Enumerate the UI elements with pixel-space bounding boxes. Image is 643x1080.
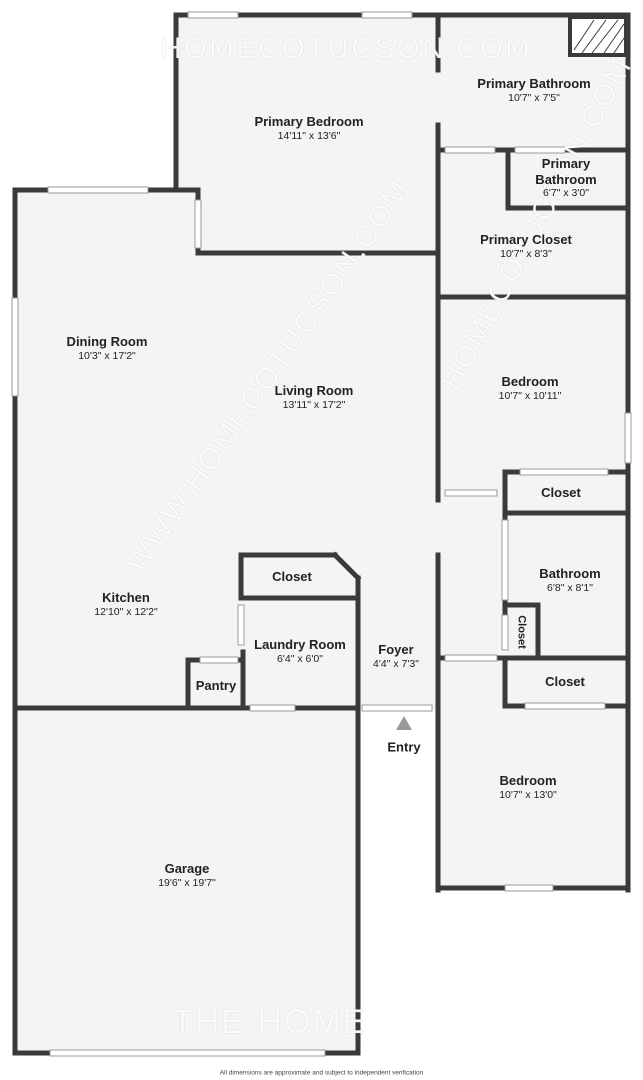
room-dimensions: 12'10" x 12'2" [94, 605, 158, 618]
room-bedroom-1: Bedroom 10'7" x 10'11" [499, 374, 562, 402]
room-name: Closet [545, 674, 585, 690]
room-bedroom-2: Bedroom 10'7" x 13'0" [499, 773, 557, 801]
room-dimensions: 4'4" x 7'3" [373, 657, 419, 670]
floor-fills [15, 15, 628, 1053]
room-name: Dining Room [66, 333, 148, 349]
room-dimensions: 6'4" x 6'0" [277, 652, 323, 665]
floor-living-area [15, 190, 438, 710]
room-primary-bedroom: Primary Bedroom 14'11" x 13'6" [254, 114, 363, 142]
room-name: Kitchen [102, 589, 150, 605]
room-name: Garage [164, 860, 210, 876]
room-primary-bathroom-small: Primary Bathroom 6'7" x 3'0" [535, 156, 596, 200]
room-dimensions: 14'11" x 13'6" [277, 129, 341, 142]
room-pantry: Pantry [196, 678, 236, 694]
entry-label: Entry [387, 739, 421, 755]
room-name: Closet [515, 615, 528, 649]
room-name: Primary Bedroom [254, 113, 364, 129]
room-bathroom: Bathroom 6'8" x 8'1" [539, 566, 600, 594]
floor-bedroom-wing [438, 150, 628, 890]
floor-garage [15, 708, 358, 1053]
room-kitchen: Kitchen 12'10" x 12'2" [94, 590, 157, 618]
room-name: Bedroom [499, 772, 557, 788]
room-primary-closet: Primary Closet 10'7" x 8'3" [480, 232, 572, 260]
room-name-line2: Bathroom [535, 171, 597, 187]
room-name-line1: Primary [541, 156, 591, 172]
entry-arrow-icon [396, 716, 412, 730]
fireplace-hatch [568, 15, 628, 57]
room-name: Living Room [274, 382, 354, 398]
room-name: Closet [272, 569, 312, 585]
room-closet-1: Closet [541, 485, 581, 501]
room-living-room: Living Room 13'11" x 17'2" [275, 383, 354, 411]
room-dimensions: 6'7" x 3'0" [543, 187, 589, 200]
room-dimensions: 10'7" x 13'0" [499, 788, 557, 801]
room-name: Primary Bathroom [477, 75, 591, 91]
room-closet-laundry: Closet [272, 569, 312, 585]
room-laundry-room: Laundry Room 6'4" x 6'0" [254, 637, 346, 665]
room-dining-room: Dining Room 10'3" x 17'2" [67, 334, 148, 362]
room-dimensions: 10'7" x 7'5" [508, 91, 560, 104]
room-name: Bedroom [501, 373, 559, 389]
room-dimensions: 6'8" x 8'1" [547, 581, 593, 594]
room-dimensions: 10'3" x 17'2" [78, 349, 136, 362]
room-foyer: Foyer 4'4" x 7'3" [373, 642, 419, 670]
room-name: Bathroom [539, 565, 601, 581]
windows [11, 11, 632, 1057]
room-dimensions: 19'6" x 19'7" [158, 876, 216, 889]
room-closet-small: Closet [514, 615, 528, 649]
room-dimensions: 13'11" x 17'2" [282, 398, 346, 411]
room-primary-bathroom: Primary Bathroom 10'7" x 7'5" [477, 76, 590, 104]
room-garage: Garage 19'6" x 19'7" [158, 861, 216, 889]
room-closet-2: Closet [545, 674, 585, 690]
room-name: Foyer [378, 641, 414, 657]
room-name: Closet [541, 485, 581, 501]
room-dimensions: 10'7" x 8'3" [500, 247, 552, 260]
room-dimensions: 10'7" x 10'11" [498, 389, 562, 402]
disclaimer-note: All dimensions are approximate and subje… [219, 1069, 424, 1077]
room-name: Laundry Room [254, 636, 346, 652]
room-name: Primary Closet [480, 231, 572, 247]
room-name: Pantry [195, 678, 237, 694]
